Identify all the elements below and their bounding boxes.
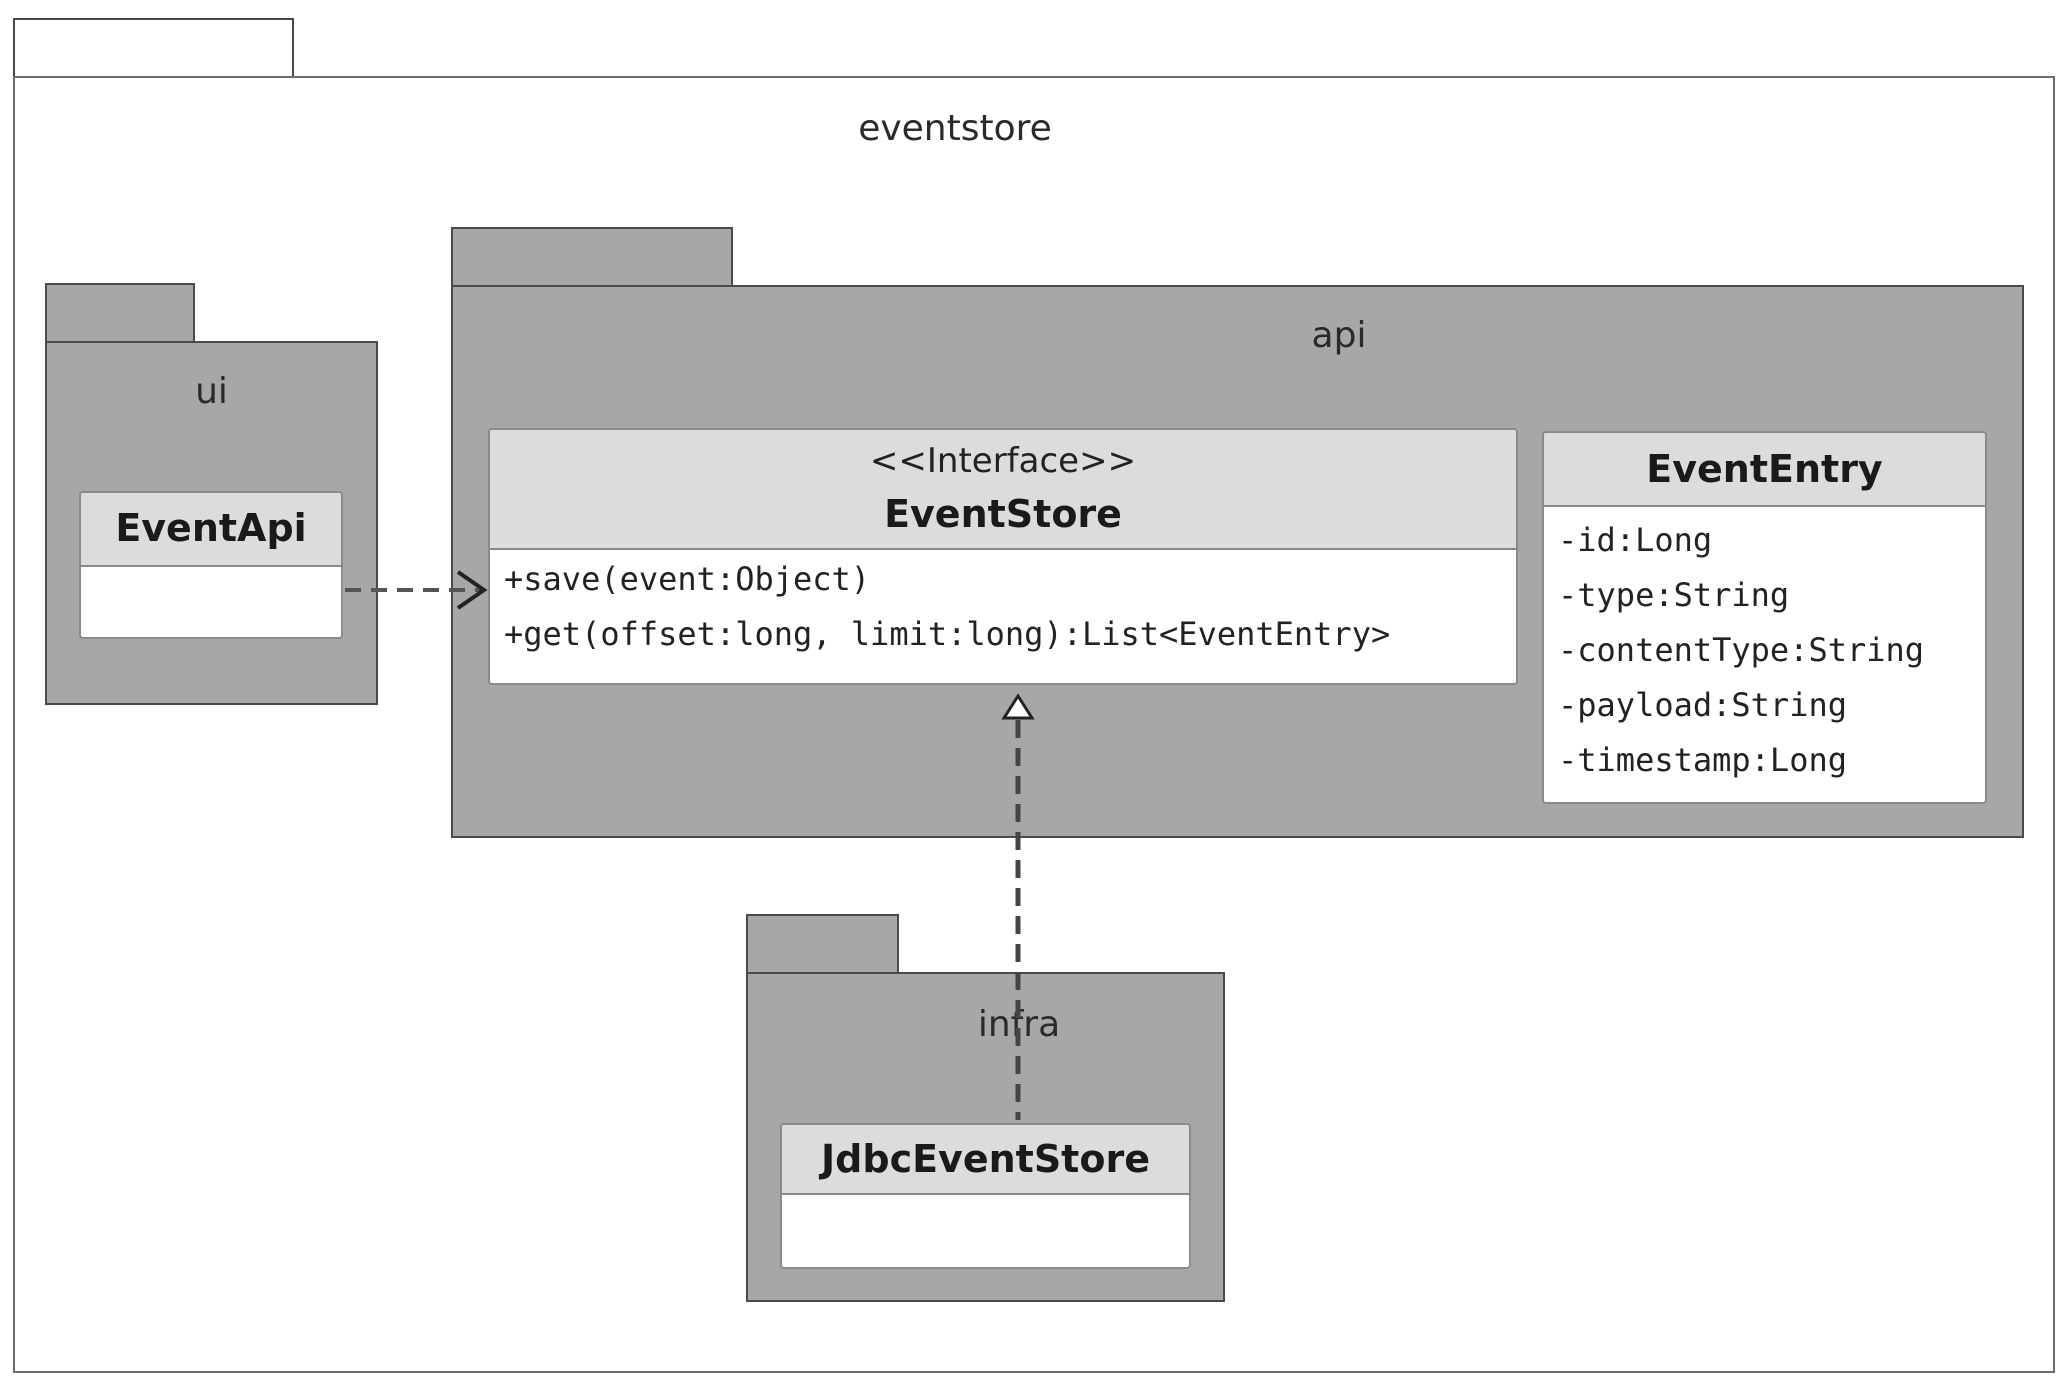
jdbc-event-store-class[interactable]: JdbcEventStore — [780, 1123, 1191, 1269]
attribute-timestamp: -timestamp:Long — [1558, 741, 1847, 779]
infra-package-tab — [746, 914, 899, 974]
realization-arrow — [1001, 693, 1035, 1120]
event-api-class-name: EventApi — [115, 506, 307, 550]
event-api-class[interactable]: EventApi — [79, 491, 343, 639]
attribute-payload: -payload:String — [1558, 686, 1847, 724]
attribute-type: -type:String — [1558, 576, 1790, 614]
event-store-interface[interactable]: <<Interface>> EventStore +save(event:Obj… — [488, 428, 1518, 685]
api-package-label: api — [1311, 315, 1367, 356]
ui-package-tab — [45, 283, 195, 343]
ui-package-label: ui — [195, 371, 228, 412]
event-store-class-name: EventStore — [884, 492, 1122, 536]
api-package-tab — [451, 227, 733, 287]
eventstore-package-tab — [13, 18, 294, 78]
eventstore-package-label: eventstore — [858, 108, 1052, 149]
attribute-content-type: -contentType:String — [1558, 631, 1925, 669]
operation-get: +get(offset:long, limit:long):List<Event… — [504, 615, 1391, 653]
attribute-id: -id:Long — [1558, 521, 1713, 559]
dependency-arrow — [345, 570, 488, 610]
jdbc-event-store-class-name: JdbcEventStore — [821, 1137, 1150, 1181]
operation-save: +save(event:Object) — [504, 560, 871, 598]
event-entry-class-name: EventEntry — [1646, 447, 1883, 491]
event-entry-class[interactable]: EventEntry -id:Long -type:String -conten… — [1542, 431, 1987, 804]
event-store-stereotype: <<Interface>> — [869, 441, 1137, 481]
